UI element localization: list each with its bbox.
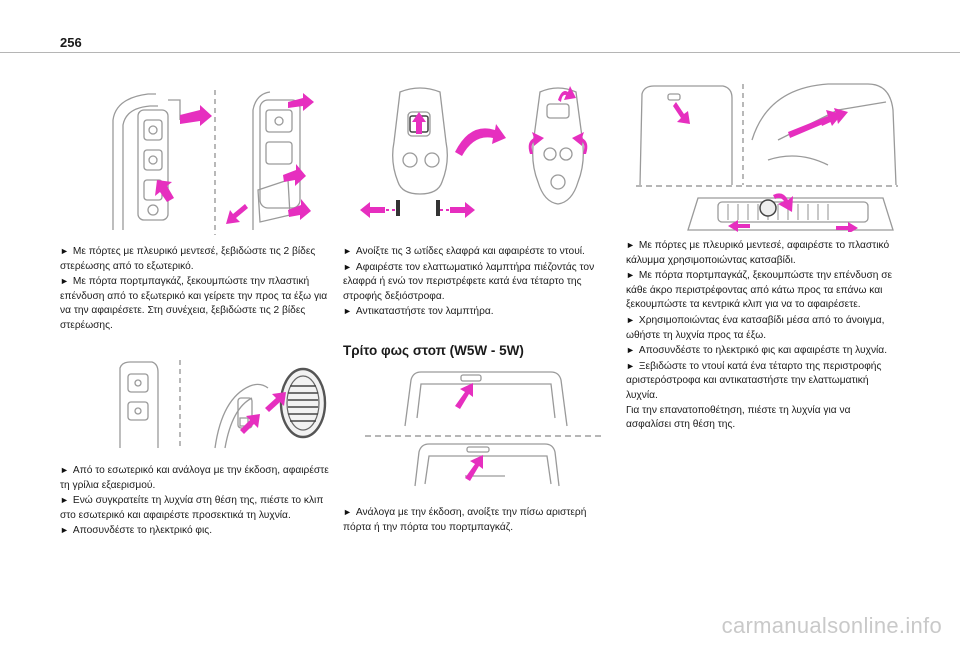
bullet-arrow-icon: ► [626, 360, 635, 371]
section-heading: Τρίτο φως στοπ (W5W - 5W) [343, 343, 524, 358]
list-item: ►Ανάλογα με την έκδοση, ανοίξτε την πίσω… [343, 507, 587, 533]
list-item: ►Χρησιμοποιώντας ένα κατσαβίδι μέσα από … [626, 314, 885, 341]
bullet-arrow-icon: ► [343, 246, 352, 256]
bullet-arrow-icon: ► [60, 495, 69, 506]
bullet-arrow-icon: ► [343, 261, 352, 272]
watermark: carmanualsonline.info [721, 613, 942, 638]
list-item: ►Με πόρτες με πλευρικό μεντεσέ, αφαιρέστ… [626, 240, 890, 266]
bullet-arrow-icon: ► [60, 525, 69, 536]
col2-instructions-top: ►Ανοίξτε τις 3 ωτίδες ελαφρά και αφαιρέσ… [343, 244, 615, 320]
page-number: 256 [60, 35, 82, 50]
list-item: ►Αποσυνδέστε το ηλεκτρικό φις. [60, 525, 213, 537]
bullet-arrow-icon: ► [60, 465, 69, 475]
list-item: ►Ενώ συγκρατείτε τη λυχνία στη θέση της,… [60, 495, 324, 521]
list-item: ►Με πόρτες με πλευρικό μεντεσέ, ξεβιδώστ… [60, 246, 316, 272]
list-item: Για την επανατοποθέτηση, πιέστε τη λυχνί… [626, 404, 851, 431]
list-item: ►Με πόρτα πορτμπαγκάζ, ξεκουμπώστε την π… [60, 276, 328, 331]
col2-instructions-bottom: ►Ανάλογα με την έκδοση, ανοίξτε την πίσω… [343, 505, 615, 535]
list-item: ►Ξεβιδώστε το ντουί κατά ένα τέταρτο της… [626, 360, 882, 401]
col3-instructions: ►Με πόρτες με πλευρικό μεντεσέ, αφαιρέστ… [626, 238, 896, 433]
header-rule [0, 52, 960, 53]
col1-instructions-top: ►Με πόρτες με πλευρικό μεντεσέ, ξεβιδώστ… [60, 244, 330, 334]
bullet-arrow-icon: ► [343, 306, 352, 317]
bullet-arrow-icon: ► [626, 270, 635, 281]
list-item: ►Με πόρτα πορτμπαγκάζ, ξεκουμπώστε την ε… [626, 270, 893, 311]
figure-rear-lamp-screws [88, 80, 328, 240]
bullet-arrow-icon: ► [60, 246, 69, 256]
bullet-arrow-icon: ► [343, 507, 352, 517]
figure-bulb-holder [350, 82, 610, 232]
bullet-arrow-icon: ► [626, 345, 635, 356]
list-item: ►Αφαιρέστε τον ελαττωματικό λαμπτήρα πιέ… [343, 261, 595, 302]
bullet-arrow-icon: ► [60, 276, 69, 287]
bullet-arrow-icon: ► [626, 314, 635, 325]
col1-instructions-bottom: ►Από το εσωτερικό και ανάλογα με την έκδ… [60, 463, 330, 539]
figure-vent-grille [100, 358, 340, 450]
list-item: ►Αποσυνδέστε το ηλεκτρικό φις και αφαιρέ… [626, 345, 888, 357]
list-item: ►Από το εσωτερικό και ανάλογα με την έκδ… [60, 465, 329, 491]
list-item: ►Αντικαταστήστε τον λαμπτήρα. [343, 306, 494, 318]
figure-third-brake-light [355, 368, 615, 493]
list-item: ►Ανοίξτε τις 3 ωτίδες ελαφρά και αφαιρέσ… [343, 246, 585, 257]
figure-brake-light-removal [628, 80, 903, 232]
bullet-arrow-icon: ► [626, 240, 635, 250]
